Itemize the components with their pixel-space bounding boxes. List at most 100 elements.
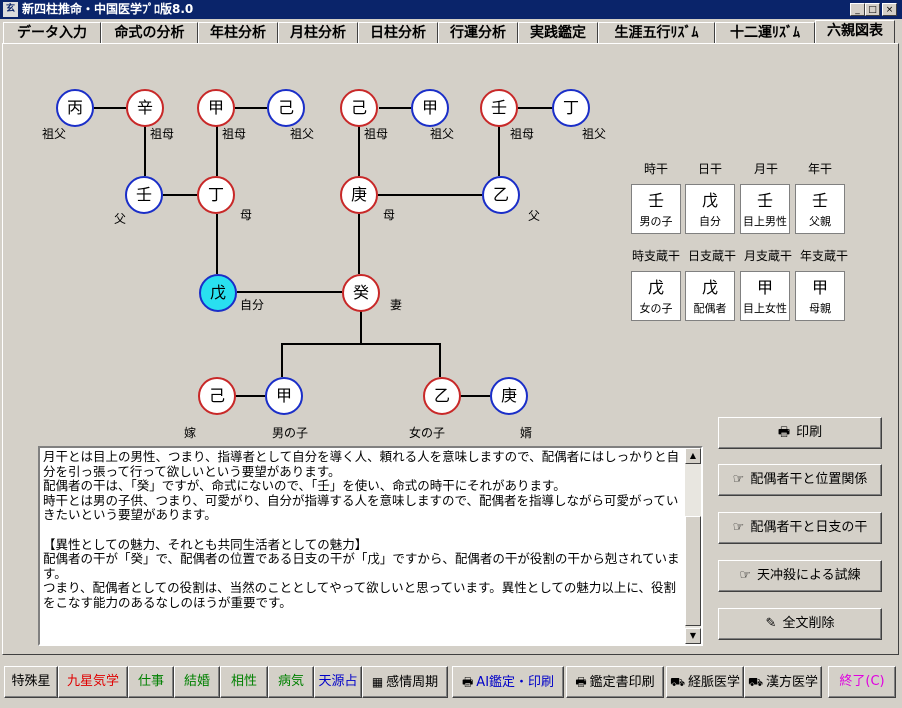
label-shin: 祖母 [150,127,175,141]
header-gesshi-zoukan: 月支蔵干 [743,249,792,263]
tab-rokushin[interactable]: 六親図表 [815,20,895,44]
kampo-label: 漢方医学 [766,675,819,690]
ai-print-button[interactable]: 🖶AI鑑定・印刷 [452,666,564,698]
tab-data-input[interactable]: データ入力 [3,22,101,44]
clear-all-button[interactable]: ✎全文削除 [718,608,882,640]
spouse-day-button[interactable]: ☞配偶者干と日支の干 [718,512,882,544]
stem-gekkan: 壬 [756,191,773,210]
tab-nicchu[interactable]: 日柱分析 [358,22,438,44]
node-ki-grandfather: 己 [267,89,305,127]
byoki-button[interactable]: 病気 [268,666,314,698]
stem-nenkan: 壬 [811,191,828,210]
spouse-position-label: 配偶者干と位置関係 [750,472,868,487]
kanjo-label: 感情周期 [386,675,439,690]
tenchuu-label: 天冲殺による試練 [757,568,861,583]
role-nenshi-zoukan: 母親 [809,302,831,315]
node-kou-grandmother: 甲 [197,89,235,127]
printer-icon: 🖶 [461,675,474,689]
ambulance-icon: ⛟ [747,675,764,689]
kekkon-button[interactable]: 結婚 [174,666,220,698]
label-kou2: 祖父 [430,127,455,141]
label-jin2: 父 [114,212,127,226]
analysis-text-area[interactable]: 月干とは目上の男性、つまり、指導者として自分を導く人、頼れる人を意味しますので、… [38,446,703,646]
pointing-hand-icon: ☞ [732,472,745,487]
box-nikkan: 戊 自分 [685,184,735,234]
stem-jikan: 壬 [647,191,664,210]
window-title: 新四柱推命・中国医学ﾌﾟﾛ版8.0 [22,2,194,16]
node-tei-grandfather: 丁 [552,89,590,127]
tab-meishiki[interactable]: 命式の分析 [101,22,198,44]
header-jikan: 時干 [643,162,668,176]
line-jin-tei-top [518,107,552,109]
tokushu-button[interactable]: 特殊星 [4,666,58,698]
tab-juniun-rhythm[interactable]: 十二運ﾘｽﾞﾑ [715,22,815,44]
line-ki-kou4 [235,395,265,397]
box-nenshi-zoukan: 甲 母親 [795,271,845,321]
line-ki-kou3 [358,126,360,176]
scroll-up-icon[interactable]: ▲ [685,448,701,464]
report-print-label: 鑑定書印刷 [589,675,655,690]
minimize-button[interactable]: _ [850,3,865,16]
app-icon[interactable]: 玄 [3,2,18,17]
report-print-button[interactable]: 🖶鑑定書印刷 [566,666,664,698]
header-nikkan: 日干 [697,162,722,176]
calendar-icon: ▦ [371,675,384,689]
label-jin1: 祖母 [510,127,535,141]
kanjo-button[interactable]: ▦感情周期 [362,666,448,698]
role-jikan: 男の子 [639,215,673,228]
role-gesshi-zoukan: 目上女性 [743,302,787,315]
line-jin-otsu [498,126,500,176]
stem-nikkan: 戊 [701,191,718,210]
maximize-button[interactable]: □ [865,3,880,16]
tab-kouun[interactable]: 行運分析 [438,22,518,44]
spouse-position-button[interactable]: ☞ 配偶者干と位置関係 [718,464,882,496]
label-otsu2: 女の子 [409,426,446,440]
tenchuu-button[interactable]: ☞ 天冲殺による試練 [718,560,882,592]
box-jishi-zoukan: 戊 女の子 [631,271,681,321]
label-ki2: 祖母 [364,127,389,141]
label-ki1: 祖父 [290,127,315,141]
label-kou5: 婿 [520,426,533,440]
ai-print-label: AI鑑定・印刷 [476,675,555,690]
node-ki-wife: 癸 [342,274,380,312]
title-bar: 玄 新四柱推命・中国医学ﾌﾟﾛ版8.0 _ □ × [0,0,902,19]
role-jishi-zoukan: 女の子 [639,302,673,315]
pointing-hand-icon: ☞ [732,520,745,535]
tab-gogyo-rhythm[interactable]: 生涯五行ﾘｽﾞﾑ [598,22,715,44]
print-button[interactable]: 🖶印刷 [718,417,882,449]
label-kou4: 男の子 [272,426,309,440]
line-shin-jin [144,126,146,176]
box-gesshi-zoukan: 甲 目上女性 [740,271,790,321]
node-bo-self: 戊 [199,274,237,312]
close-button[interactable]: × [882,3,897,16]
text-scrollbar[interactable]: ▲ ▼ [685,448,701,644]
scroll-thumb[interactable] [685,516,701,626]
exit-button[interactable]: 終了(C) [828,666,896,698]
tab-jissen[interactable]: 実践鑑定 [518,22,598,44]
keimyaku-button[interactable]: ⛟経脈医学 [666,666,744,698]
aisho-button[interactable]: 相性 [220,666,268,698]
kampo-button[interactable]: ⛟漢方医学 [744,666,822,698]
tengen-button[interactable]: 天源占 [314,666,362,698]
label-tei2: 母 [240,208,253,222]
box-jikan: 壬 男の子 [631,184,681,234]
tab-nenchu[interactable]: 年柱分析 [198,22,278,44]
node-otsu-daughter: 乙 [423,377,461,415]
line-tei-bo [216,214,218,274]
keimyaku-label: 経脈医学 [688,675,741,690]
box-gekkan: 壬 目上男性 [740,184,790,234]
box-nenkan: 壬 父親 [795,184,845,234]
stem-nenshi-zoukan: 甲 [811,278,828,297]
shigoto-button[interactable]: 仕事 [128,666,174,698]
tab-getchu[interactable]: 月柱分析 [278,22,358,44]
line-otsu-kou5 [460,395,490,397]
line-bo-ki [237,291,342,293]
node-shin-grandmother: 辛 [126,89,164,127]
kyusei-button[interactable]: 九星気学 [58,666,128,698]
scroll-down-icon[interactable]: ▼ [685,628,701,644]
pointing-hand-icon: ☞ [739,568,752,583]
role-nisshi-zoukan: 配偶者 [693,302,727,315]
node-jin-father: 壬 [125,176,163,214]
label-hei: 祖父 [42,127,67,141]
line-to-daughter [439,343,441,377]
